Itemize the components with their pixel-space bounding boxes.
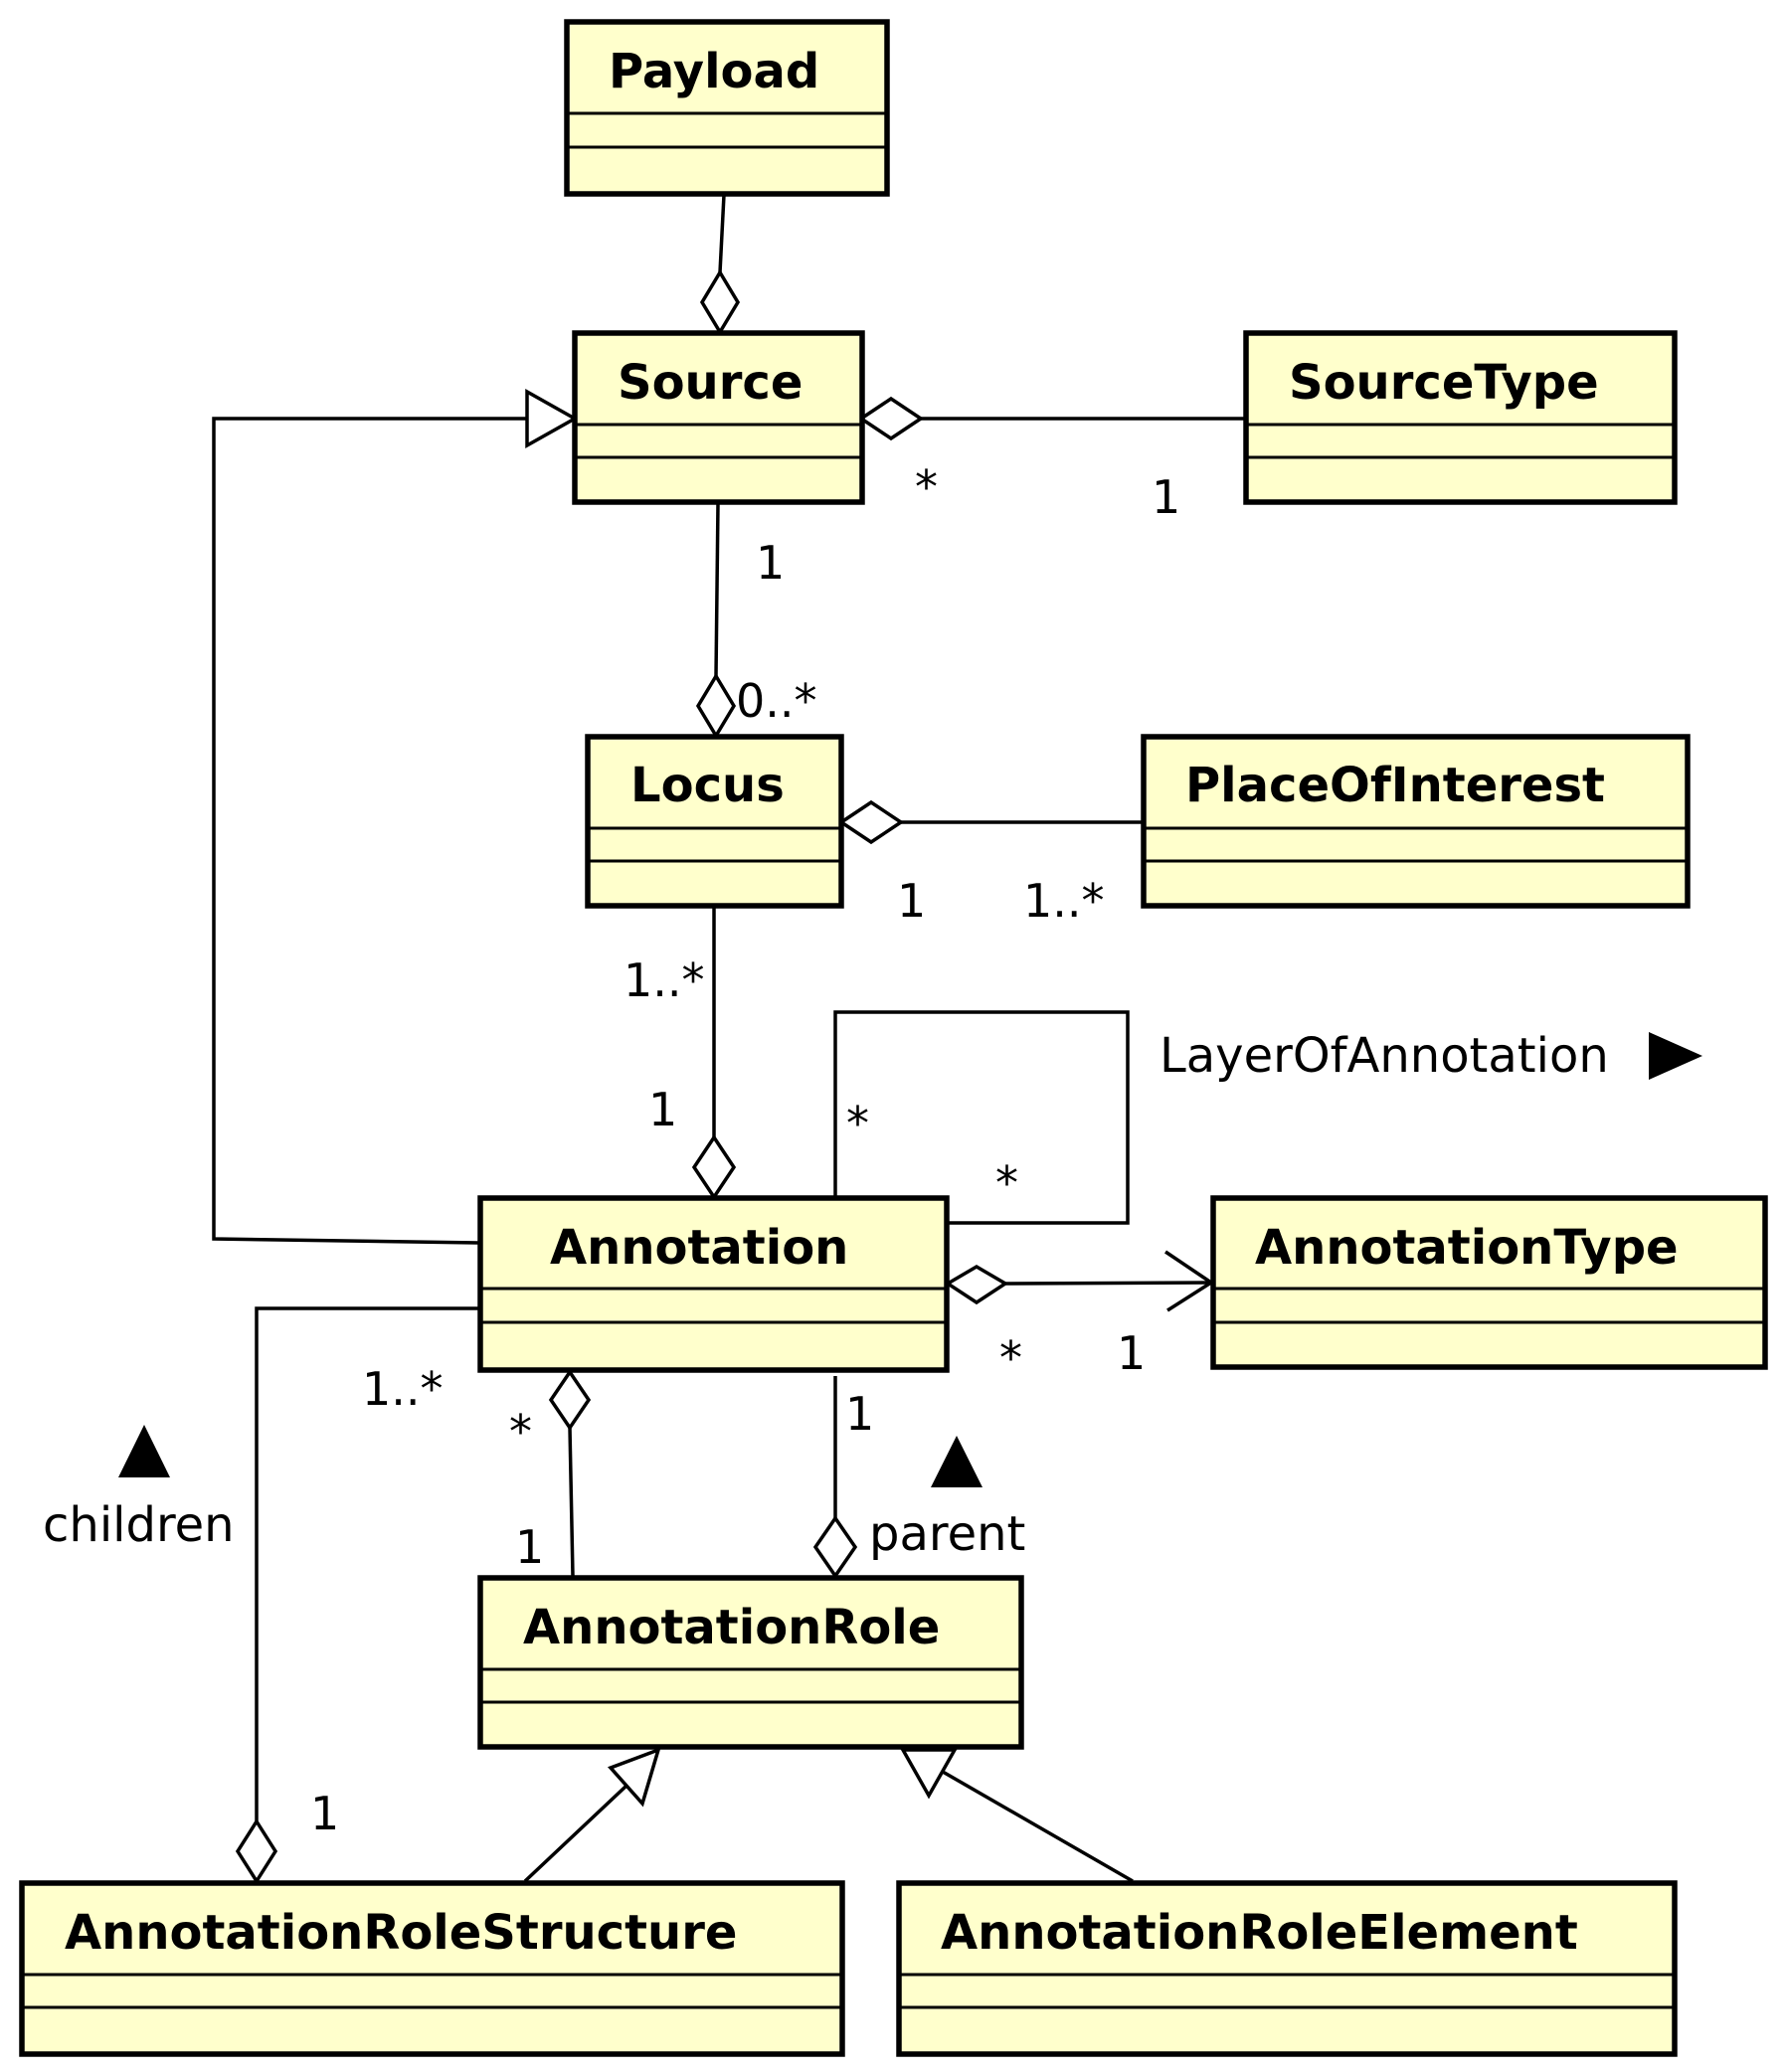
class-name: SourceType	[1289, 355, 1599, 411]
association-label-layer-of-annotation: LayerOfAnnotation	[1160, 1028, 1609, 1084]
multiplicity-source-sourcetype-source: *	[915, 460, 938, 514]
aggregation-diamond	[691, 1133, 737, 1201]
multiplicity-annotation-structure-annotation: 1..*	[362, 1362, 444, 1416]
class-name: Payload	[609, 44, 819, 99]
multiplicity-layer-end-a: *	[846, 1097, 869, 1150]
class-name: Annotation	[550, 1220, 848, 1276]
multiplicity-annotation-role-children-annotation: *	[509, 1405, 532, 1459]
edge-element-role-generalization	[900, 1748, 1134, 1883]
multiplicity-source-sourcetype-type: 1	[1152, 470, 1180, 524]
class-sourcetype[interactable]: SourceType	[1243, 330, 1678, 505]
edge-annotation-annotationtype	[944, 1250, 1215, 1312]
class-name: Locus	[630, 758, 785, 813]
multiplicity-annotation-type-annotation: *	[999, 1331, 1022, 1385]
multiplicity-layer-end-b: *	[995, 1156, 1018, 1210]
direction-up-icon	[118, 1425, 170, 1477]
aggregation-diamond	[944, 1264, 1009, 1305]
multiplicity-locus-annotation-locus: 1..*	[624, 953, 705, 1007]
multiplicity-locus-place-place: 1..*	[1023, 874, 1105, 928]
association-label-parent: parent	[869, 1506, 1025, 1562]
direction-up-icon	[931, 1436, 982, 1487]
class-name: PlaceOfInterest	[1185, 758, 1605, 813]
generalization-arrowhead	[525, 389, 579, 448]
aggregation-diamond	[699, 268, 741, 336]
multiplicity-source-locus-source: 1	[756, 536, 785, 590]
multiplicity-annotation-structure-structure: 1	[310, 1787, 339, 1840]
edge-locus-place	[837, 799, 1142, 845]
edge-layer-of-annotation	[833, 1010, 1130, 1225]
edge-annotation-source-generalization	[212, 389, 579, 1245]
aggregation-diamond	[548, 1368, 592, 1432]
class-name: AnnotationRole	[523, 1600, 940, 1655]
multiplicity-annotation-role-parent-annotation: 1	[845, 1387, 874, 1441]
edge-source-sourcetype	[857, 396, 1244, 441]
edge-annotation-role-children	[548, 1368, 592, 1577]
class-annotationrole[interactable]: AnnotationRole	[477, 1575, 1024, 1750]
generalization-arrowhead	[607, 1747, 661, 1808]
edge-locus-annotation	[691, 907, 737, 1201]
association-label-children: children	[43, 1497, 235, 1553]
class-payload[interactable]: Payload	[564, 19, 890, 197]
multiplicity-source-locus-locus: 0..*	[736, 674, 817, 728]
edge-source-locus	[695, 502, 737, 740]
multiplicity-annotation-role-children-role: 1	[515, 1520, 544, 1574]
edge-payload-source	[699, 194, 741, 336]
aggregation-diamond	[695, 672, 737, 740]
class-source[interactable]: Source	[572, 330, 865, 505]
multiplicity-locus-place-locus: 1	[897, 874, 926, 928]
class-locus[interactable]: Locus	[585, 734, 844, 909]
class-placeofinterest[interactable]: PlaceOfInterest	[1141, 734, 1691, 909]
aggregation-diamond	[837, 799, 905, 845]
edge-structure-role-generalization	[523, 1747, 661, 1883]
aggregation-diamond	[812, 1514, 858, 1580]
multiplicity-locus-annotation-annotation: 1	[648, 1083, 677, 1136]
class-annotationroleelement[interactable]: AnnotationRoleElement	[896, 1880, 1678, 2057]
edge-annotation-structure	[235, 1306, 478, 1885]
class-name: Source	[618, 355, 803, 411]
generalization-arrowhead	[900, 1748, 958, 1800]
direction-right-icon	[1649, 1032, 1702, 1080]
class-name: AnnotationRoleElement	[941, 1905, 1578, 1961]
class-annotation[interactable]: Annotation	[477, 1195, 950, 1373]
aggregation-diamond	[235, 1817, 278, 1885]
class-annotationtype[interactable]: AnnotationType	[1210, 1195, 1768, 1370]
aggregation-diamond	[857, 396, 925, 441]
class-annotationrolestructure[interactable]: AnnotationRoleStructure	[19, 1880, 845, 2057]
edge-annotation-role-parent	[812, 1376, 858, 1580]
class-name: AnnotationRoleStructure	[65, 1905, 737, 1961]
multiplicity-annotation-type-type: 1	[1117, 1326, 1146, 1380]
class-name: AnnotationType	[1255, 1220, 1679, 1276]
